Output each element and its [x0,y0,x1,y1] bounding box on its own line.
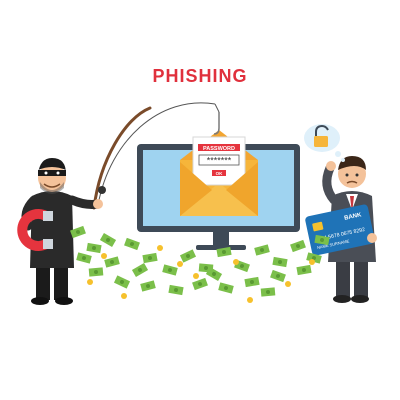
coin [121,293,127,299]
page-title: PHISHING [152,66,248,86]
email-envelope: PASSWORD ******* OK [180,112,258,216]
card-name: NAME SURNAME [317,238,350,250]
card-brand-label: BANK [344,212,363,222]
money-bill [272,256,288,268]
money-bill [70,225,86,239]
password-label: PASSWORD [203,146,235,152]
money-bill [86,242,102,254]
money-bill [140,280,156,292]
coin [285,281,291,287]
money-bill [104,256,120,268]
coin [309,259,315,265]
fishing-rod-icon [92,102,220,210]
money-bill [179,249,197,263]
money-bill [296,264,312,276]
coin [157,245,163,251]
lock-bubble [304,124,345,162]
password-field [198,154,240,166]
money-bill [124,237,140,251]
coin [87,279,93,285]
money-bill [218,282,234,294]
money-bill [254,244,270,256]
money-bill [290,239,306,253]
password-value: ******* [207,156,232,166]
lock-icon [314,124,329,147]
ok-label: OK [216,171,224,176]
money-bill [270,269,286,283]
password-label-bg [198,144,240,151]
money-bill [131,263,149,277]
victim-hand [367,233,377,243]
money-bill [88,267,104,277]
money-stream [70,225,330,303]
money-bill [76,252,92,264]
money-bill [216,246,232,258]
money-bill [205,267,223,281]
money-bill [99,233,117,247]
money-bill [244,276,260,288]
money-bill [314,234,330,246]
magnet-icon [17,209,53,251]
money-bill [168,284,184,296]
hacker-figure [21,158,103,305]
coin [177,261,183,267]
money-bill [142,252,158,264]
coin [101,253,107,259]
money-bill [162,264,178,276]
coin [233,259,239,265]
money-bill [260,287,276,297]
ok-button [212,170,226,176]
coin [247,297,253,303]
money-bill [113,275,131,289]
money-bill [192,277,208,291]
coin [193,273,199,279]
